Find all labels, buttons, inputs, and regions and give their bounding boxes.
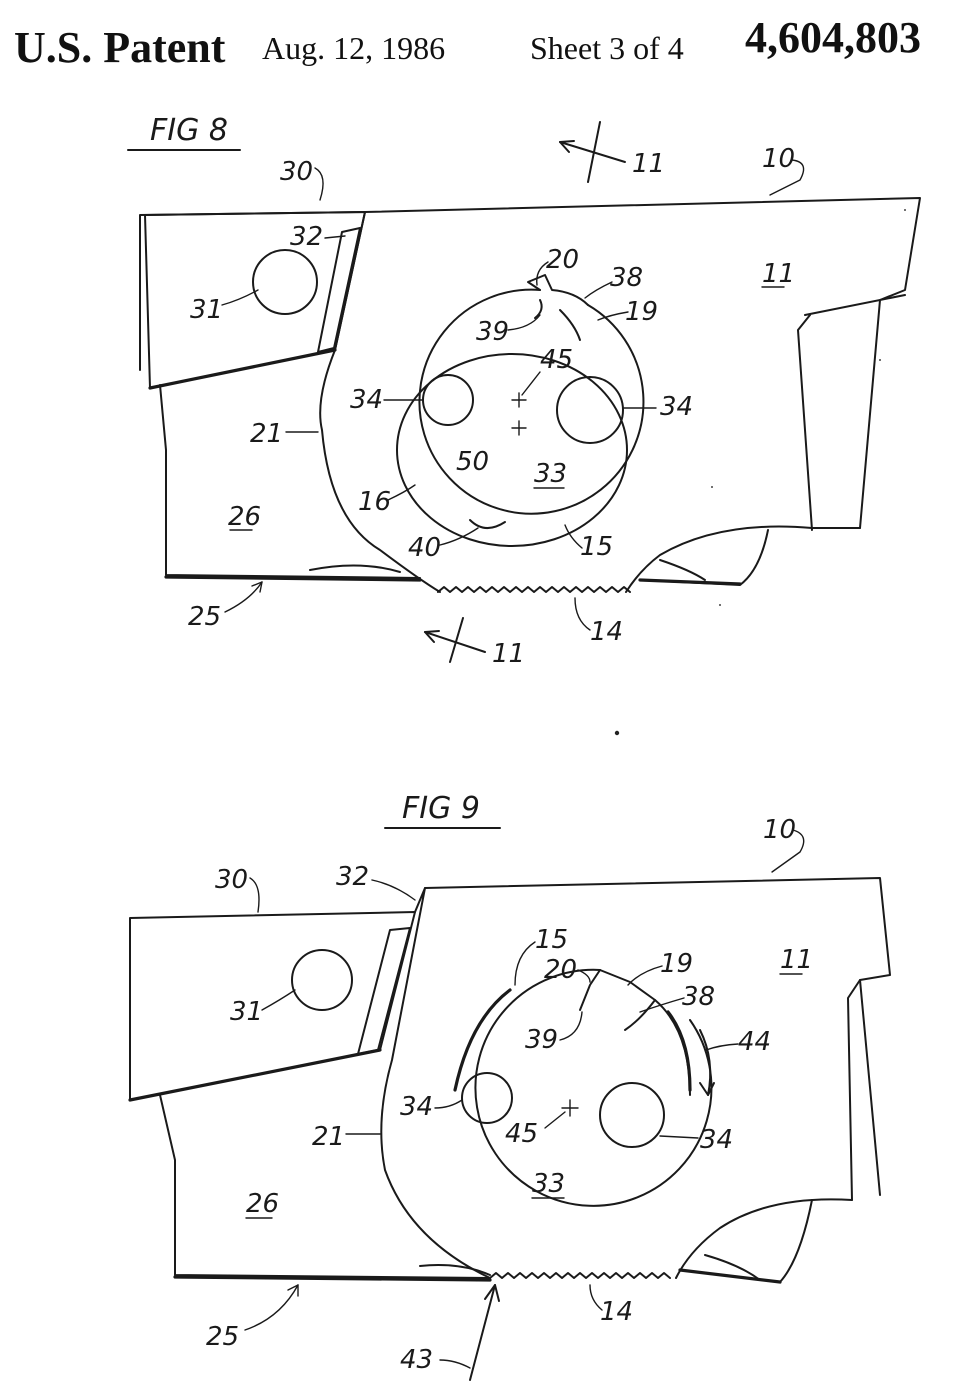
fig9-label-30: 30 bbox=[215, 865, 248, 895]
fig8-label-39: 39 bbox=[476, 317, 509, 347]
fig8-title: FIG 8 bbox=[150, 113, 228, 148]
fig8-pin-34-right bbox=[556, 376, 624, 444]
patent-office-label: U.S. Patent bbox=[14, 23, 226, 72]
fig8-label-19: 19 bbox=[625, 297, 658, 327]
fig8-pin-34-left bbox=[422, 374, 474, 426]
fig8-pin-31 bbox=[252, 249, 318, 315]
fig9-label-43: 43 bbox=[400, 1345, 433, 1375]
patent-date: Aug. 12, 1986 bbox=[262, 30, 446, 66]
fig9-label-11: 11 bbox=[780, 945, 813, 975]
svg-text:11: 11 bbox=[632, 149, 665, 179]
fig9-label-10: 10 bbox=[763, 815, 796, 845]
fig9-label-39: 39 bbox=[525, 1025, 558, 1055]
fig8-lower-jaw bbox=[159, 384, 421, 579]
fig8-section-mark-bottom: 11 bbox=[424, 617, 525, 669]
fig8-label-45: 45 bbox=[540, 345, 573, 375]
fig9-label-45: 45 bbox=[505, 1119, 538, 1149]
fig9-force-arrow-43 bbox=[469, 1284, 496, 1381]
fig8-label-40: 40 bbox=[408, 533, 441, 563]
fig8-label-16: 16 bbox=[358, 487, 391, 517]
fig9-center-45 bbox=[561, 1099, 579, 1117]
fig8-body-edge bbox=[139, 211, 366, 371]
fig9-teeth bbox=[489, 1272, 671, 1279]
fig9-label-44: 44 bbox=[738, 1027, 771, 1057]
fig8-label-34-right: 34 bbox=[660, 392, 693, 422]
fig8-section-mark-top: 11 bbox=[559, 121, 665, 183]
fig8-label-30: 30 bbox=[280, 157, 313, 187]
fig8-cam-disc bbox=[418, 288, 645, 515]
fig9-label-33: 33 bbox=[532, 1169, 565, 1199]
fig9-cam-notch bbox=[579, 969, 601, 1011]
fig8-label-32: 32 bbox=[290, 222, 323, 252]
fig9-label-38: 38 bbox=[682, 982, 715, 1012]
fig9-pin-34-right bbox=[599, 1082, 665, 1148]
fig9-body-left-arc bbox=[380, 887, 491, 1279]
fig8-label-25: 25 bbox=[188, 602, 221, 632]
fig9-lower-jaw bbox=[159, 1094, 491, 1279]
scan-specks bbox=[614, 209, 906, 736]
fig8-label-38: 38 bbox=[610, 263, 643, 293]
fig8-center-50 bbox=[511, 420, 527, 436]
fig9-label-34-right: 34 bbox=[700, 1125, 733, 1155]
fig8-teeth bbox=[437, 586, 631, 593]
fig8-cam-rim bbox=[396, 353, 628, 547]
fig8-label-15: 15 bbox=[580, 532, 613, 562]
fig8-label-34-left: 34 bbox=[350, 385, 383, 415]
figure-9: FIG 9 26 bbox=[128, 791, 891, 1381]
fig9-label-19: 19 bbox=[660, 949, 693, 979]
svg-text:11: 11 bbox=[492, 639, 525, 669]
patent-number: 4,604,803 bbox=[745, 13, 921, 62]
fig9-pin-31 bbox=[291, 949, 353, 1011]
patent-header: U.S. Patent Aug. 12, 1986 Sheet 3 of 4 4… bbox=[0, 0, 960, 90]
fig9-body-edge bbox=[424, 877, 891, 1196]
fig8-upper-jaw bbox=[144, 211, 366, 389]
fig9-title: FIG 9 bbox=[402, 791, 480, 826]
fig9-label-20: 20 bbox=[544, 955, 577, 985]
fig9-label-25: 25 bbox=[206, 1322, 239, 1352]
fig8-label-11: 11 bbox=[762, 259, 795, 289]
fig8-label-14: 14 bbox=[590, 617, 623, 647]
fig8-label-50: 50 bbox=[456, 447, 489, 477]
fig8-label-26: 26 bbox=[228, 502, 261, 532]
fig8-label-10: 10 bbox=[762, 144, 795, 174]
fig8-label-31: 31 bbox=[190, 295, 223, 325]
fig9-label-26: 26 bbox=[246, 1189, 279, 1219]
fig8-label-20: 20 bbox=[546, 245, 579, 275]
fig9-pin-34-left bbox=[461, 1072, 513, 1124]
fig9-label-15: 15 bbox=[535, 925, 568, 955]
fig8-center-45 bbox=[511, 392, 527, 408]
fig8-label-21: 21 bbox=[250, 419, 283, 449]
figure-8: FIG 8 11 11 26 bbox=[127, 113, 921, 669]
sheet-number: Sheet 3 of 4 bbox=[530, 30, 684, 66]
fig9-label-14: 14 bbox=[600, 1297, 633, 1327]
fig8-body-left-arc bbox=[319, 211, 441, 593]
fig9-label-31: 31 bbox=[230, 997, 263, 1027]
fig8-label-33: 33 bbox=[534, 459, 567, 489]
fig9-label-34-left: 34 bbox=[400, 1092, 433, 1122]
fig9-rotation-arrow-44 bbox=[699, 1029, 712, 1096]
fig9-label-21: 21 bbox=[312, 1122, 345, 1152]
fig9-cam-disc bbox=[474, 968, 713, 1207]
fig9-label-32: 32 bbox=[336, 862, 369, 892]
